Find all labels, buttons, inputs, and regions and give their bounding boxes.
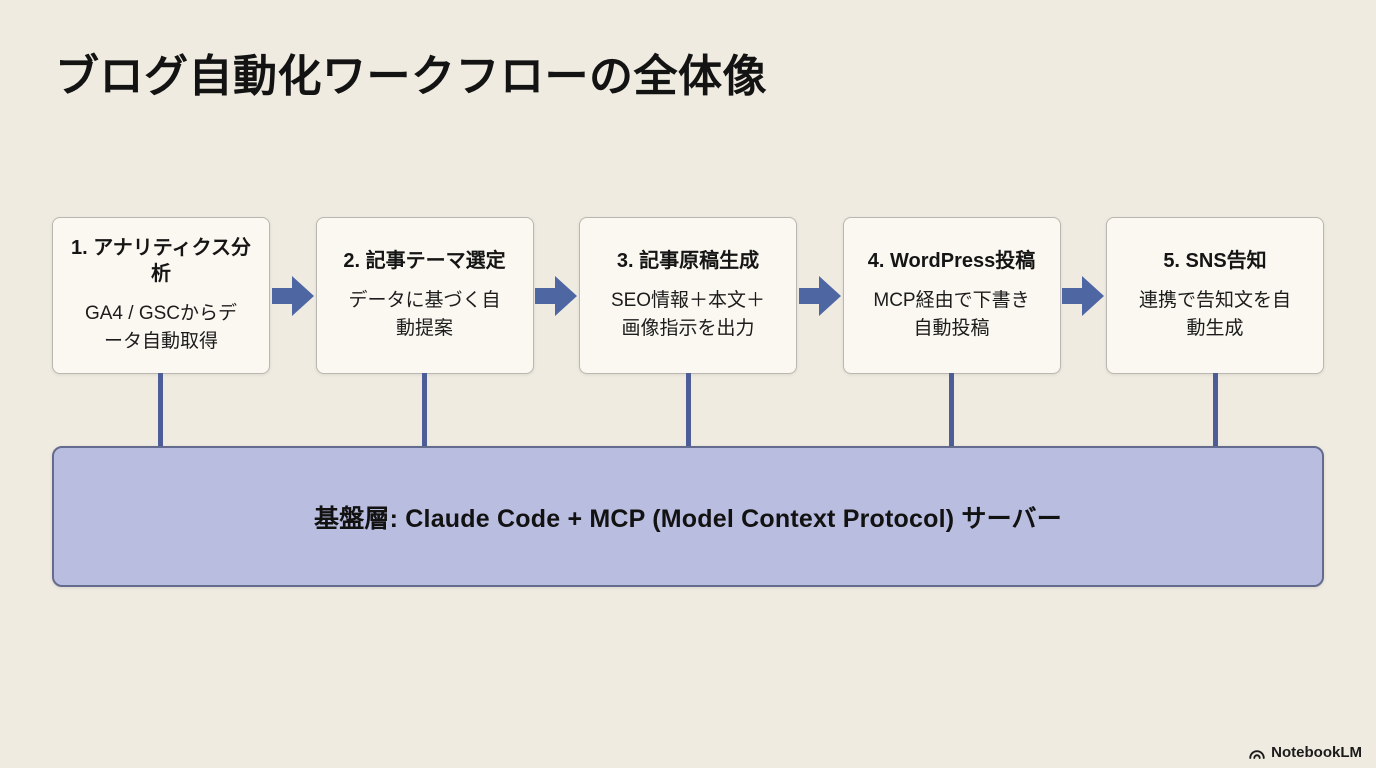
step-box-1: 1. アナリティクス分析 GA4 / GSCからデータ自動取得 [52, 217, 270, 374]
step-box-4: 4. WordPress投稿 MCP経由で下書き自動投稿 [842, 217, 1061, 374]
step-description: データに基づく自動提案 [348, 290, 501, 339]
step-box-3: 3. 記事原稿生成 SEO情報＋本文＋画像指示を出力 [579, 217, 797, 374]
arrow-right-icon [1062, 275, 1105, 316]
step-title: 3. 記事原稿生成 [616, 250, 760, 273]
step-description: 連携で告知文を自動生成 [1138, 290, 1291, 339]
arrow-right-icon [271, 275, 314, 316]
connector-line-1 [158, 373, 163, 448]
connector-line-2 [422, 373, 427, 448]
workflow-row: 1. アナリティクス分析 GA4 / GSCからデータ自動取得 2. 記事テーマ… [52, 217, 1324, 374]
notebooklm-icon [1249, 749, 1265, 759]
page-title: ブログ自動化ワークフローの全体像 [55, 52, 767, 101]
step-description: GA4 / GSCからデータ自動取得 [84, 303, 238, 352]
step-box-2: 2. 記事テーマ選定 データに基づく自動提案 [315, 217, 534, 374]
step-title: 4. WordPress投稿 [867, 250, 1036, 273]
step-description: MCP経由で下書き自動投稿 [873, 290, 1030, 339]
foundation-bar: 基盤層: Claude Code + MCP (Model Context Pr… [52, 446, 1324, 587]
notebooklm-logo: NotebookLM [1248, 744, 1362, 761]
step-box-5: 5. SNS告知 連携で告知文を自動生成 [1106, 217, 1324, 374]
connector-line-5 [1213, 373, 1218, 448]
connector-line-3 [686, 373, 691, 448]
step-title: 5. SNS告知 [1163, 250, 1267, 273]
arrow-right-icon [535, 275, 578, 316]
step-title: 2. 記事テーマ選定 [343, 250, 506, 273]
arrow-right-icon [798, 275, 841, 316]
brand-label: NotebookLM [1271, 744, 1362, 761]
step-description: SEO情報＋本文＋画像指示を出力 [610, 290, 766, 339]
foundation-label: 基盤層: Claude Code + MCP (Model Context Pr… [314, 504, 1062, 533]
step-title: 1. アナリティクス分析 [70, 237, 252, 286]
connector-line-4 [949, 373, 954, 448]
